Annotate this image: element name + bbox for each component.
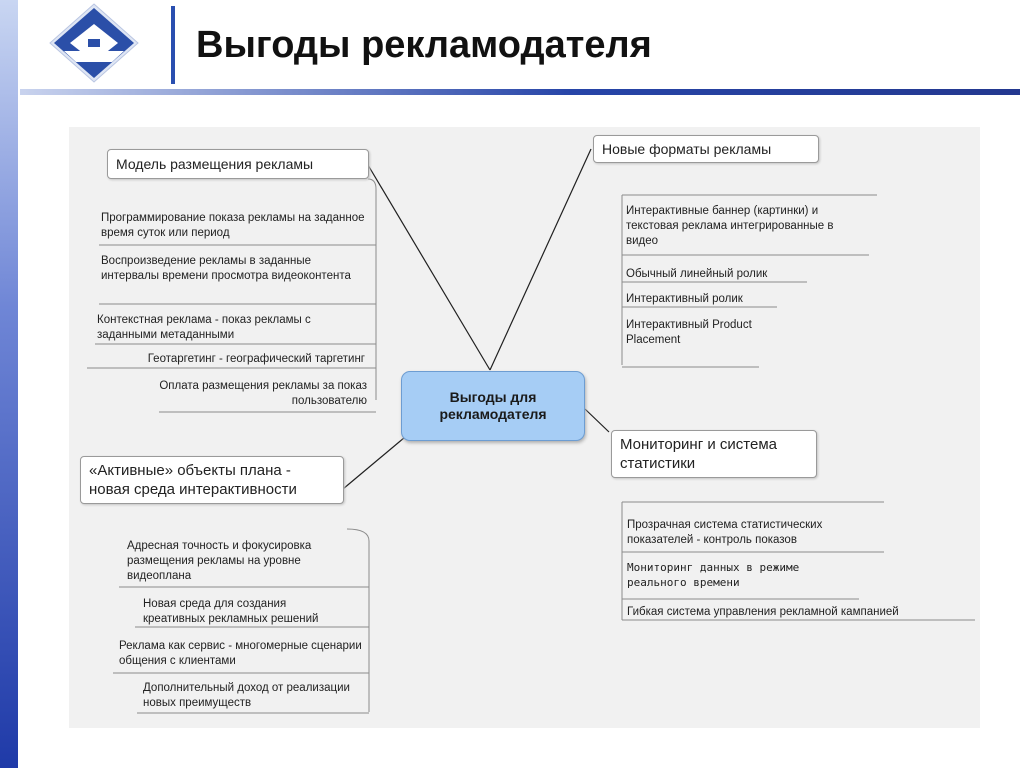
mindmap-links bbox=[87, 148, 975, 714]
link-center-placement bbox=[367, 164, 491, 371]
center-node: Выгоды для рекламодателя bbox=[401, 371, 585, 441]
active-objects-node: «Активные» объекты плана - новая среда и… bbox=[80, 456, 344, 504]
slide-title: Выгоды рекламодателя bbox=[196, 24, 652, 66]
formats-item-2: Обычный линейный ролик bbox=[626, 268, 768, 280]
monitoring-item-3: Гибкая система управления рекламной камп… bbox=[627, 606, 899, 618]
bracket-placement bbox=[367, 178, 377, 400]
active-item-3: Реклама как сервис - многомерные сценари… bbox=[119, 640, 362, 667]
left-accent-bar bbox=[0, 0, 18, 768]
formats-item-3: Интерактивный ролик bbox=[626, 293, 743, 305]
placement-item-5: Оплата размещения рекламы за показ польз… bbox=[159, 380, 367, 407]
formats-item-1: Интерактивные баннер (картинки) и тексто… bbox=[626, 205, 834, 247]
monitoring-item-2: Мониторинг данных в режиме реального вре… bbox=[627, 561, 800, 589]
placement-item-3: Контекстная реклама - показ рекламы с за… bbox=[97, 314, 311, 341]
bracket-active bbox=[346, 528, 370, 712]
link-center-formats bbox=[489, 148, 592, 371]
monitoring-node: Мониторинг и система статистики bbox=[611, 430, 817, 478]
placement-item-2: Воспроизведение рекламы в заданные интер… bbox=[101, 255, 351, 282]
formats-item-4: Интерактивный Product Placement bbox=[626, 319, 752, 346]
active-item-2: Новая среда для создания креативных рекл… bbox=[143, 598, 319, 625]
placement-item-4: Геотаргетинг - географический таргетинг bbox=[147, 353, 365, 365]
placement-model-node: Модель размещения рекламы bbox=[107, 149, 369, 179]
title-divider bbox=[171, 6, 175, 84]
title-underline bbox=[20, 89, 1020, 95]
mindmap-canvas: Выгоды для рекламодателя Модель размещен… bbox=[69, 127, 980, 728]
placement-item-1: Программирование показа рекламы на задан… bbox=[101, 212, 365, 239]
link-center-monitoring bbox=[584, 408, 610, 433]
active-item-1: Адресная точность и фокусировка размещен… bbox=[127, 540, 312, 582]
new-formats-node: Новые форматы рекламы bbox=[593, 135, 819, 163]
active-item-4: Дополнительный доход от реализации новых… bbox=[143, 682, 350, 709]
diamond-logo-icon bbox=[49, 3, 139, 83]
monitoring-item-1: Прозрачная система статистических показа… bbox=[627, 519, 823, 546]
